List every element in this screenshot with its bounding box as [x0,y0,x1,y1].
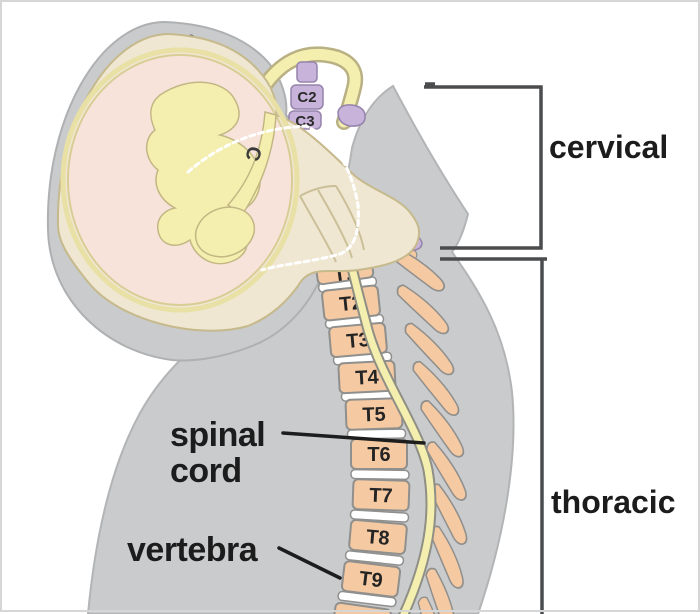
cervical-vertebra-c2 [290,84,324,110]
thoracic-bracket [440,257,547,614]
spinal-cord [340,236,437,614]
spinal-cord-label-line1: spinal [170,416,265,454]
label-t7: T7 [369,485,393,508]
label-c2: C2 [297,89,316,106]
skull-cross-section: C [56,32,421,332]
cervical-vertebra-c1 [296,61,318,83]
vertebra-pointer-line [277,546,342,580]
label-t8: T8 [365,526,390,550]
cervical-fragment-blob [337,104,366,127]
cervical-label: cervical [549,129,668,165]
thoracic-spine: T1 T2 T3 T4 T5 T6 T7 T8 T9 [311,231,468,614]
transverse-processes [383,231,468,614]
thoracic-label: thoracic [551,484,675,520]
brainstem-exit-arch [250,46,364,130]
cervical-bracket [424,82,543,250]
label-t5: T5 [362,404,386,427]
label-t6: T6 [367,444,390,466]
vertebra-number-labels: T1 T2 T3 T4 T5 T6 T7 T8 T9 [332,261,393,592]
jaw-detail-lines [299,185,365,263]
label-c-partial: C [240,144,265,164]
spinal-cord-label-line2: cord [170,452,242,490]
pointer-lines [277,431,426,580]
label-t9: T9 [358,568,384,593]
vertebra-label: vertebra [127,531,259,569]
jaw-dashed-boundary [186,124,360,272]
brain-inner-structures [146,81,277,265]
label-t4: T4 [355,366,380,389]
spinal-cord-pointer-line [281,431,426,445]
